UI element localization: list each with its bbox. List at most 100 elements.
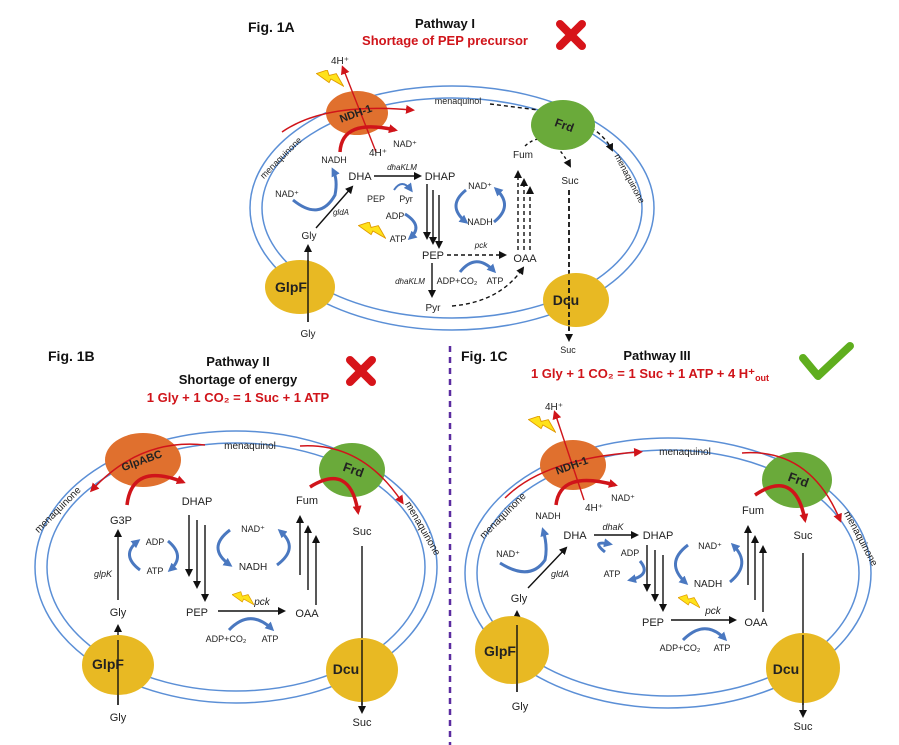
cofactor-arrows [499, 527, 744, 642]
frd-enzyme [319, 443, 385, 497]
metabolite-label-4h-plus: 4H⁺ [331, 56, 349, 67]
metabolite-label-g3p: G3P [110, 515, 132, 527]
enzyme-label-glpf: GlpF [275, 279, 307, 295]
lightning-icon [316, 70, 344, 87]
red-cross-icon [556, 20, 586, 50]
enzyme-label-frd: Frd [553, 115, 576, 135]
metabolite-label-adp: ADP [386, 211, 405, 221]
lightning-icon [358, 222, 386, 239]
metabolite-label-pep: PEP [186, 607, 208, 619]
metabolite-label-atp: ATP [262, 634, 279, 644]
metabolite-label-pyr: Pyr [426, 303, 442, 314]
green-check-icon [799, 342, 854, 380]
inner-membrane [476, 449, 860, 697]
enzyme-label-frd: Frd [341, 459, 366, 480]
outer-membrane [464, 437, 872, 709]
metabolite-label-atp: ATP [390, 234, 407, 244]
outer-membrane [34, 430, 438, 704]
metabolite-label-dhap: DHAP [643, 530, 674, 542]
metabolite-label-gly: Gly [110, 607, 127, 619]
metabolite-label-menaquinone: menaquinone [33, 485, 84, 536]
glpf-transporter [475, 616, 549, 684]
metabolite-label-4h-plus: 4H⁺ [585, 503, 603, 514]
metabolite-label-fum: Fum [742, 505, 764, 517]
panel-c: Fig. 1C Pathway III 1 Gly + 1 CO₂ = 1 Su… [461, 342, 879, 733]
metabolite-label-nad-plus: NAD⁺ [468, 181, 492, 191]
metabolite-label-gly: Gly [302, 231, 317, 242]
metabolite-label-nad-plus: NAD⁺ [241, 524, 265, 534]
metabolite-label-suc: Suc [561, 176, 578, 187]
metabolite-label-adp: ADP [621, 548, 640, 558]
frd-enzyme [531, 100, 595, 150]
metabolite-label-adp-co2: ADP+CO₂ [660, 643, 701, 653]
metabolite-label-fum: Fum [296, 495, 318, 507]
red-cross-icon [346, 356, 376, 386]
dcu-transporter [543, 273, 609, 327]
metabolite-label-dha: DHA [563, 530, 587, 542]
inner-membrane [46, 442, 426, 692]
cofactor-arrows [292, 167, 506, 274]
metabolite-label-atp: ATP [714, 643, 731, 653]
metabolite-label-gly: Gly [301, 329, 316, 340]
figure-label: Fig. 1C [461, 348, 508, 364]
pathway-subtitle: Shortage of energy [179, 372, 298, 387]
metabolite-label-dhap: DHAP [425, 171, 456, 183]
equation-main: 1 Gly + 1 CO₂ = 1 Suc + 1 ATP + 4 H⁺ [531, 366, 755, 381]
metabolite-label-oaa: OAA [513, 253, 537, 265]
metabolite-label-menaquinone: menaquinone [478, 491, 529, 542]
metabolite-label-glpk: glpK [94, 569, 113, 579]
pathway-title: Pathway I [415, 16, 475, 31]
metabolite-label-menaquinone: menaquinone [841, 509, 879, 568]
pathway-title: Pathway III [623, 348, 690, 363]
metabolite-label-menaquinone: menaquinone [612, 152, 646, 205]
metabolite-label-gly: Gly [110, 712, 127, 724]
metabolite-label-menaquinol: menaquinol [659, 447, 711, 458]
metabolite-label-nadh: NADH [694, 579, 722, 590]
metabolite-label-oaa: OAA [295, 608, 319, 620]
frd-enzyme [762, 452, 832, 508]
metabolite-label-dhap: DHAP [182, 496, 213, 508]
metabolite-label-suc: Suc [353, 526, 372, 538]
equation-subscript: out [755, 373, 769, 383]
metabolite-label-adp: ADP [146, 537, 165, 547]
ndh1-enzyme [326, 91, 388, 135]
figure-label: Fig. 1B [48, 348, 95, 364]
metabolite-label-nadh: NADH [535, 511, 561, 521]
metabolite-label-suc: Suc [560, 345, 576, 355]
pathway-equation: 1 Gly + 1 CO₂ = 1 Suc + 1 ATP + 4 H⁺out [531, 366, 769, 383]
metabolite-label-menaquinol: menaquinol [224, 441, 276, 452]
metabolite-label-dhaklm: dhaKLM [387, 163, 417, 172]
metabolite-label-pep: PEP [642, 617, 664, 629]
enzyme-label-glpf: GlpF [92, 656, 124, 672]
enzyme-label-dcu: Dcu [553, 292, 579, 308]
metabolite-label-menaquinone: menaquinone [402, 500, 442, 558]
electron-flow-arrows [504, 410, 842, 523]
metabolite-label-dha: DHA [348, 171, 372, 183]
figure-label: Fig. 1A [248, 19, 295, 35]
pathway-equation: 1 Gly + 1 CO₂ = 1 Suc + 1 ATP [147, 390, 330, 405]
metabolite-label-gly: Gly [511, 593, 528, 605]
metabolite-label-glda: gldA [333, 208, 349, 217]
enzyme-label-dcu: Dcu [773, 661, 799, 677]
electron-flow-arrows [89, 443, 404, 515]
glpf-transporter [265, 260, 335, 314]
metabolite-label-nad-plus: NAD⁺ [698, 541, 722, 551]
metabolite-label-suc: Suc [353, 717, 372, 729]
metabolite-label-nadh: NADH [239, 562, 267, 573]
metabolite-label-nad-plus: NAD⁺ [393, 139, 417, 149]
metabolite-label-4h-plus: 4H⁺ [369, 148, 387, 159]
metabolite-label-oaa: OAA [744, 617, 768, 629]
lightning-icon [232, 590, 254, 606]
enzyme-label-glpf: GlpF [484, 643, 516, 659]
panel-b: Fig. 1B Pathway II Shortage of energy 1 … [33, 348, 442, 729]
metabolite-label-adp-co2: ADP+CO₂ [437, 276, 478, 286]
metabolite-label-pck: pck [704, 606, 722, 617]
metabolite-label-pep: PEP [367, 194, 385, 204]
metabolite-label-nad-plus: NAD⁺ [275, 189, 299, 199]
enzyme-label-frd: Frd [786, 469, 811, 490]
metabolite-label-atp: ATP [147, 566, 164, 576]
metabolite-label-dhaklm: dhaKLM [395, 277, 425, 286]
metabolite-label-gly: Gly [512, 701, 529, 713]
pathway-title: Pathway II [206, 354, 270, 369]
